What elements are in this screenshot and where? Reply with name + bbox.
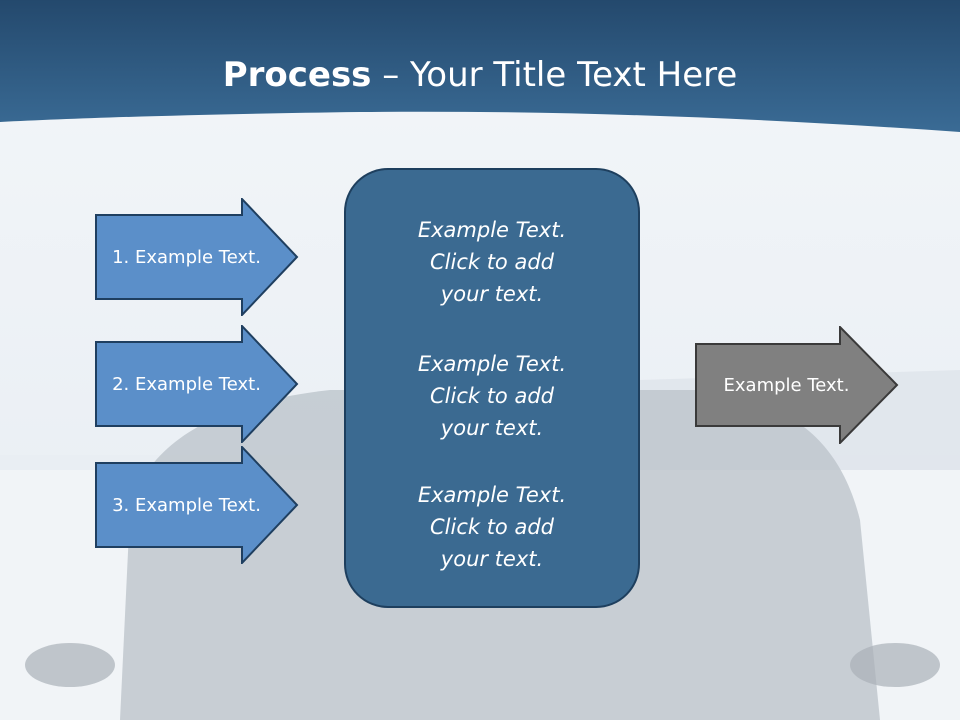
block-line: Example Text. [417, 352, 567, 376]
arrow-shape [95, 198, 299, 316]
output-arrow[interactable]: Example Text. [695, 326, 900, 444]
title-rest: – Your Title Text Here [371, 55, 738, 95]
arrow-shape [95, 446, 299, 564]
page-title: Process – Your Title Text Here [0, 52, 960, 98]
block-line: Example Text. [417, 483, 567, 507]
input-arrow-3[interactable]: 3. Example Text. [95, 446, 300, 564]
center-process-box[interactable]: Example Text. Click to add your text. Ex… [344, 168, 640, 608]
block-line: your text. [440, 282, 544, 306]
block-line: your text. [440, 416, 544, 440]
block-line: Example Text. [417, 218, 567, 242]
input-arrow-label: 2. Example Text. [112, 373, 261, 395]
arrow-shape [695, 326, 899, 444]
title-bold: Process [222, 55, 372, 95]
arrow-shape [95, 325, 299, 443]
block-line: Click to add [429, 515, 554, 539]
input-arrow-2[interactable]: 2. Example Text. [95, 325, 300, 443]
center-text-block-2[interactable]: Example Text. Click to add your text. [346, 348, 638, 444]
block-line: Click to add [429, 250, 554, 274]
input-arrow-1[interactable]: 1. Example Text. [95, 198, 300, 316]
input-arrow-label: 3. Example Text. [112, 494, 261, 516]
input-arrow-label: 1. Example Text. [112, 246, 261, 268]
output-arrow-label: Example Text. [723, 374, 850, 396]
block-line: your text. [440, 547, 544, 571]
center-text-block-3[interactable]: Example Text. Click to add your text. [346, 479, 638, 575]
block-line: Click to add [429, 384, 554, 408]
center-text-block-1[interactable]: Example Text. Click to add your text. [346, 214, 638, 310]
